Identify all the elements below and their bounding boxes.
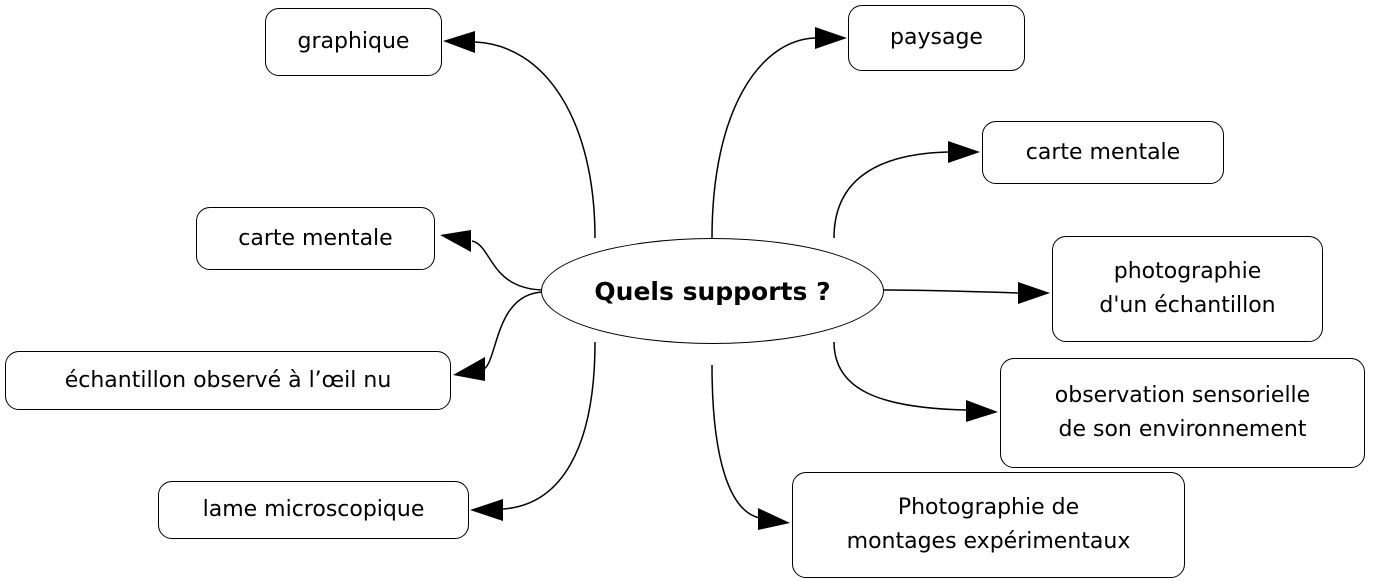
node-observation-sensorielle: observation sensorielle de son environne… (1000, 358, 1365, 468)
arrow-lame-microscopique (470, 499, 503, 521)
edge-photographie-echantillon (881, 289, 1019, 294)
arrow-graphique (443, 31, 475, 53)
arrow-paysage (815, 27, 847, 49)
node-paysage-label: paysage (890, 25, 983, 50)
arrow-observation-sensorielle (966, 400, 998, 422)
node-echantillon-oeil-nu-label: échantillon observé à l’œil nu (64, 367, 392, 393)
node-carte-mentale-right-label: carte mentale (1025, 139, 1181, 165)
arrow-photographie-montages (758, 508, 790, 530)
node-lame-microscopique-label: lame microscopique (202, 497, 425, 522)
node-paysage: paysage (848, 5, 1025, 71)
node-observation-sensorielle-label: observation sensorielle de son environne… (1054, 383, 1311, 442)
node-carte-mentale-left: carte mentale (196, 207, 435, 270)
edge-lame-microscopique (502, 341, 596, 510)
node-echantillon-oeil-nu: échantillon observé à l’œil nu (5, 351, 451, 410)
arrow-echantillon-oeil-nu (453, 357, 485, 381)
edge-paysage (711, 37, 816, 239)
edge-echantillon-oeil-nu (483, 291, 546, 370)
central-question-label: Quels supports ? (594, 276, 831, 306)
node-photographie-montages-label: Photographie de montages expérimentaux (846, 495, 1131, 554)
node-photographie-echantillon-label: photographie d'un échantillon (1099, 259, 1276, 318)
node-graphique-label: graphique (297, 29, 410, 54)
node-photographie-echantillon: photographie d'un échantillon (1052, 236, 1323, 342)
edge-carte-mentale-right (833, 151, 949, 239)
node-graphique: graphique (265, 8, 442, 76)
edge-carte-mentale-left (471, 240, 546, 291)
node-lame-microscopique: lame microscopique (158, 481, 469, 539)
edge-observation-sensorielle (833, 341, 967, 411)
node-carte-mentale-right: carte mentale (982, 121, 1224, 184)
edge-photographie-montages (711, 364, 761, 519)
arrow-carte-mentale-right (948, 141, 980, 163)
arrow-carte-mentale-left (440, 230, 471, 252)
edge-graphique (474, 41, 596, 239)
node-carte-mentale-left-label: carte mentale (238, 225, 393, 251)
node-photographie-montages: Photographie de montages expérimentaux (792, 472, 1185, 578)
arrow-photographie-echantillon (1018, 282, 1050, 304)
central-question: Quels supports ? (541, 238, 884, 344)
